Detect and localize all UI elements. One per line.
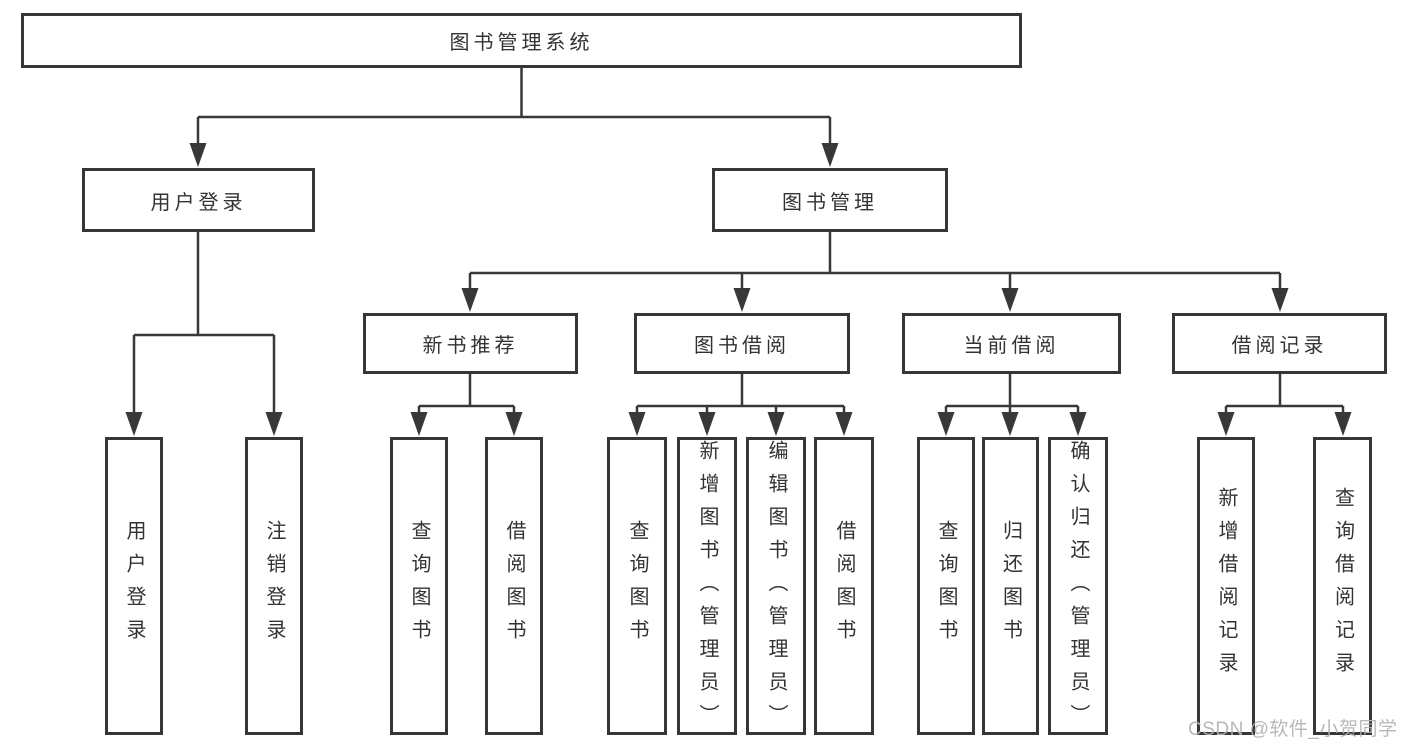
node-user-login: 用户登录 [82, 168, 315, 232]
node-new-book-recommend-label: 新书推荐 [422, 335, 519, 357]
csdn-watermark: CSDN @软件_小贺同学 [1188, 719, 1398, 740]
leaf-query-book-borrow: 查询图书 [607, 437, 667, 735]
leaf-confirm-return-admin: 确认归还（管理员） [1048, 437, 1108, 737]
leaf-add-borrow-record: 新增借阅记录 [1197, 437, 1255, 735]
leaf-borrow-book-recommend: 借阅图书 [485, 437, 543, 735]
leaf-query-book-current: 查询图书 [917, 437, 975, 735]
leaf-query-borrow-record: 查询借阅记录 [1313, 437, 1372, 735]
node-borrow-record: 借阅记录 [1172, 313, 1387, 374]
leaf-return-book: 归还图书 [982, 437, 1039, 735]
leaf-add-book-admin: 新增图书（管理员） [677, 437, 737, 737]
leaf-query-book-recommend: 查询图书 [390, 437, 448, 735]
arrowheads [125, 143, 1352, 436]
leaf-user-login: 用户登录 [105, 437, 163, 735]
node-root: 图书管理系统 [21, 13, 1022, 68]
leaf-borrow-book: 借阅图书 [814, 437, 874, 735]
node-new-book-recommend: 新书推荐 [363, 313, 578, 374]
node-book-borrow: 图书借阅 [634, 313, 850, 374]
node-borrow-record-label: 借阅记录 [1231, 335, 1328, 357]
node-book-management: 图书管理 [712, 168, 948, 232]
node-root-label: 图书管理系统 [449, 32, 594, 54]
node-book-management-label: 图书管理 [782, 191, 878, 214]
node-user-login-label: 用户登录 [150, 191, 247, 214]
node-book-borrow-label: 图书借阅 [694, 335, 790, 357]
node-current-borrow-label: 当前借阅 [963, 335, 1060, 357]
leaf-edit-book-admin: 编辑图书（管理员） [746, 437, 806, 737]
node-current-borrow: 当前借阅 [902, 313, 1121, 374]
leaf-logout: 注销登录 [245, 437, 303, 735]
